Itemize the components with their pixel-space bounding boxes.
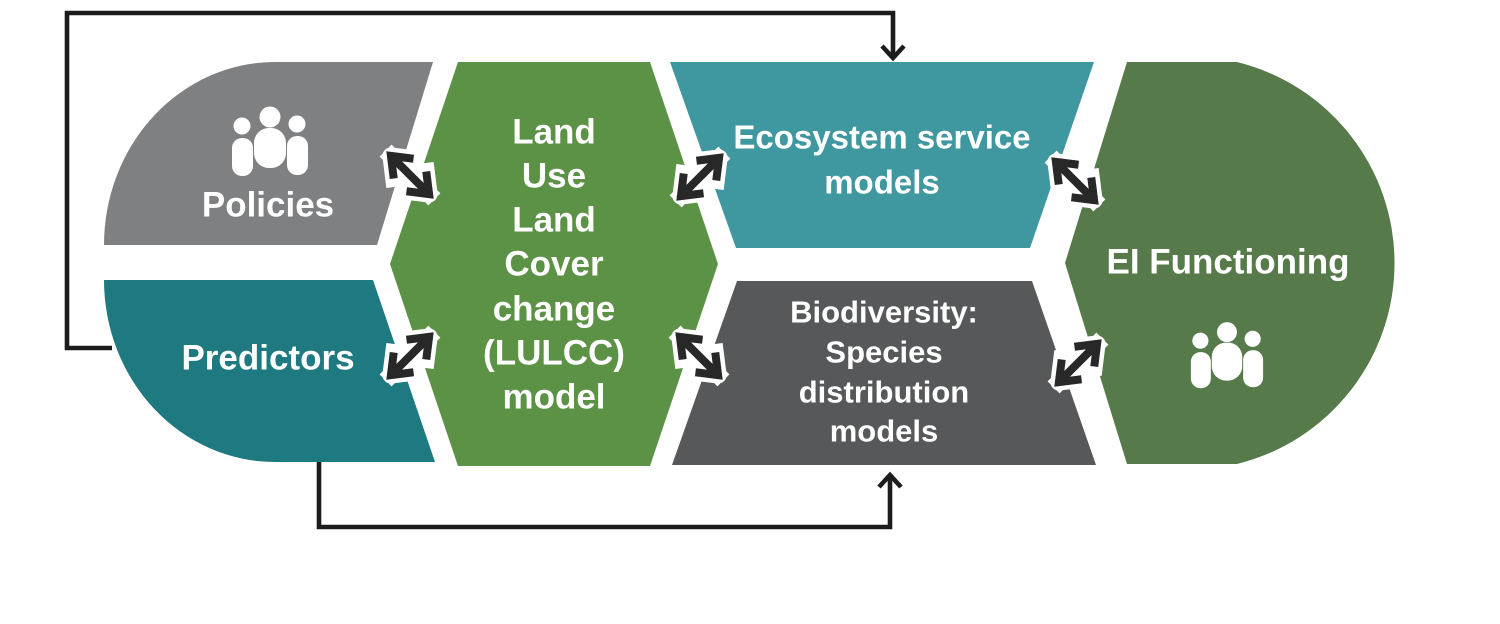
ecosystem-models-shape: [670, 62, 1094, 248]
policies-feedback-line: [64, 10, 896, 351]
predictors-shape: [104, 280, 435, 462]
ecosystem-models-label-line: models: [824, 164, 940, 201]
ecosystem-models-label-line: Ecosystem service: [733, 119, 1030, 156]
lulcc-label-line: change: [493, 290, 616, 329]
feedback-arrowhead-down-icon: [880, 44, 906, 62]
predictors-label: Predictors: [181, 339, 354, 378]
predictors-feedback-line: [316, 460, 893, 530]
lulcc-label-line: model: [502, 378, 605, 417]
policies-label: Policies: [202, 186, 334, 225]
lulcc-label-line: Cover: [504, 245, 604, 284]
exchange-arrow-ecosystem-ei: [1046, 152, 1104, 210]
lulcc-label-line: (LULCC): [483, 334, 625, 373]
lulcc-label-line: Use: [522, 157, 586, 196]
biodiversity-label-line: Species: [825, 335, 942, 370]
lulcc-label-line: Land: [512, 113, 596, 152]
biodiversity-label-line: Biodiversity:: [790, 295, 978, 330]
ei-functioning-label: EI Functioning: [1106, 243, 1349, 282]
biodiversity-label-line: distribution: [799, 375, 969, 410]
feedback-arrowhead-up-icon: [877, 471, 903, 489]
ei-functioning-shape: [1065, 62, 1395, 464]
lulcc-hexagon-shape: [390, 62, 718, 466]
exchange-arrow-biodiversity-ei: [1049, 334, 1107, 392]
biodiversity-models-shape: [672, 281, 1096, 465]
biodiversity-label-line: models: [830, 414, 939, 449]
lulcc-label-line: Land: [512, 201, 596, 240]
